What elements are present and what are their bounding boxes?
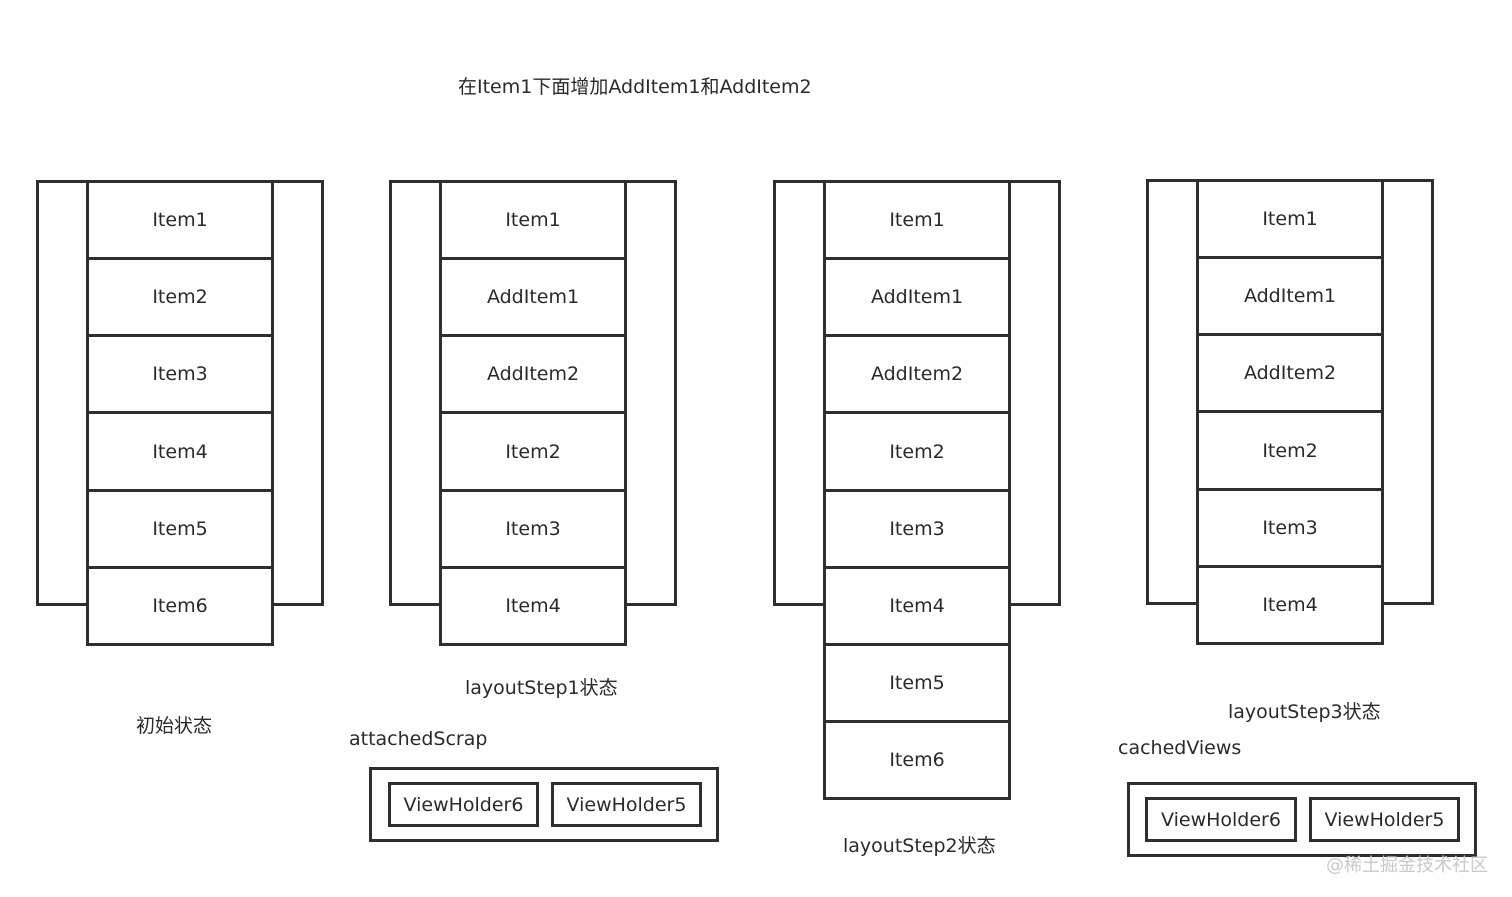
list-item: Item5 bbox=[823, 643, 1011, 723]
viewholder-box: ViewHolder5 bbox=[551, 782, 702, 827]
list-item: Item3 bbox=[439, 489, 627, 569]
list-item: Item4 bbox=[439, 566, 627, 646]
list-item: Item4 bbox=[86, 411, 274, 492]
state-caption-step2: layoutStep2状态 bbox=[843, 835, 996, 857]
list-item: Item1 bbox=[439, 180, 627, 260]
watermark: @稀土掘金技术社区 bbox=[1326, 855, 1488, 876]
list-item: Item1 bbox=[1196, 179, 1384, 259]
list-item: Item1 bbox=[86, 180, 274, 260]
list-item: Item2 bbox=[823, 411, 1011, 492]
list-item: AddItem2 bbox=[1196, 333, 1384, 413]
list-item: Item3 bbox=[1196, 488, 1384, 568]
list-item: Item3 bbox=[823, 489, 1011, 569]
list-item: Item2 bbox=[1196, 410, 1384, 491]
list-item: Item5 bbox=[86, 489, 274, 569]
state-caption-initial: 初始状态 bbox=[136, 715, 213, 737]
pool-label-attached-scrap: attachedScrap bbox=[349, 728, 488, 750]
list-item: Item4 bbox=[823, 566, 1011, 646]
diagram-title: 在Item1下面增加AddItem1和AddItem2 bbox=[458, 76, 812, 98]
list-item: Item6 bbox=[823, 720, 1011, 800]
list-item: AddItem2 bbox=[823, 334, 1011, 414]
list-item: Item2 bbox=[439, 411, 627, 492]
list-item: AddItem1 bbox=[1196, 256, 1384, 336]
viewholder-box: ViewHolder5 bbox=[1309, 797, 1460, 842]
list-item: AddItem2 bbox=[439, 334, 627, 414]
list-item: AddItem1 bbox=[823, 257, 1011, 337]
viewholder-box: ViewHolder6 bbox=[1145, 797, 1297, 842]
state-caption-step3: layoutStep3状态 bbox=[1228, 701, 1381, 723]
list-item: Item2 bbox=[86, 257, 274, 337]
list-item: Item3 bbox=[86, 334, 274, 414]
list-item: AddItem1 bbox=[439, 257, 627, 337]
state-caption-step1: layoutStep1状态 bbox=[465, 677, 618, 699]
viewholder-box: ViewHolder6 bbox=[388, 782, 539, 827]
list-item: Item1 bbox=[823, 180, 1011, 260]
pool-label-cached-views: cachedViews bbox=[1118, 737, 1242, 759]
list-item: Item6 bbox=[86, 566, 274, 646]
list-item: Item4 bbox=[1196, 565, 1384, 645]
